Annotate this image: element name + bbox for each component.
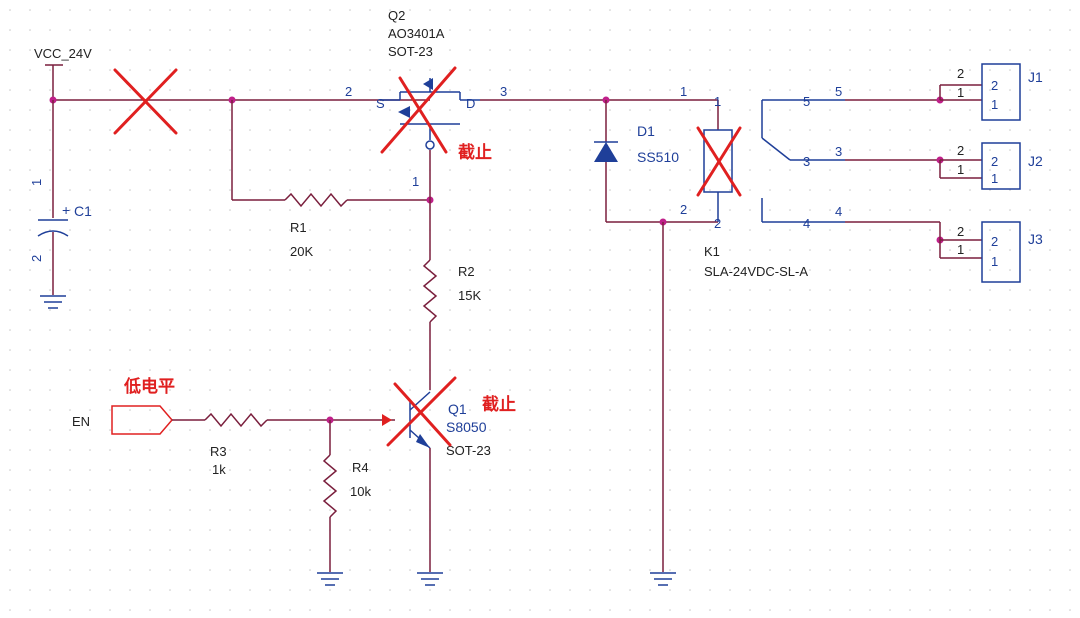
j3-pin1-inner: 1 [991,254,998,269]
k1-coil-pin1-number: 1 [680,84,687,99]
connector-j1 [936,63,1021,121]
d1-part: SS510 [637,149,679,165]
connector-j2 [936,142,1021,190]
out-pin5-number: 5 [835,84,842,99]
q1-ref: Q1 [448,401,467,417]
out-pin3-number: 3 [835,144,842,159]
k1-ref: K1 [704,244,720,259]
j2-pin1-outer: 1 [957,162,964,177]
c1-ref: C1 [74,203,92,219]
q1-cross-mark [386,376,457,447]
r3-value: 1k [212,462,226,477]
k1-pin1-label: 1 [714,94,721,109]
q1-part: S8050 [446,419,487,435]
j1-pin1-inner: 1 [991,97,998,112]
k1-pin4-label: 4 [803,216,810,231]
r4-value: 10k [350,484,371,499]
output-wires [845,99,940,223]
resistor-r2 [422,150,438,390]
vcc-net-label: VCC_24V [34,46,92,61]
j3-pin1-outer: 1 [957,242,964,257]
r3-ref: R3 [210,444,227,459]
j2-pin2-inner: 2 [991,154,998,169]
resistor-r3 [204,412,395,428]
j3-pin2-inner: 2 [991,234,998,249]
q1-state-note: 截止 [482,394,516,415]
vcc-cross-mark [113,68,178,135]
j3-pin2-outer: 2 [957,224,964,239]
out-pin4-number: 4 [835,204,842,219]
en-port [111,405,205,435]
j1-ref: J1 [1028,69,1043,85]
q2-pin-d: D [466,96,475,111]
capacitor-c1 [37,100,69,309]
r1-ref: R1 [290,220,307,235]
q1-package: SOT-23 [446,443,491,458]
connector-j3 [936,221,1021,283]
transistor-q1 [382,391,443,586]
diode-d1 [594,100,718,586]
en-state-note: 低电平 [123,376,175,397]
q2-state-note: 截止 [458,142,492,163]
k1-cross-mark [696,126,742,197]
j3-ref: J3 [1028,231,1043,247]
j2-pin2-outer: 2 [957,143,964,158]
q2-pin-s: S [376,96,385,111]
q2-part: AO3401A [388,26,445,41]
c1-pin1: 1 [29,179,44,186]
r2-ref: R2 [458,264,475,279]
j2-pin1-inner: 1 [991,171,998,186]
q2-package: SOT-23 [388,44,433,59]
relay-k1 [703,99,845,223]
en-net-label: EN [72,414,90,429]
c1-polarity: + [62,202,70,218]
j1-pin1-outer: 1 [957,85,964,100]
j1-pin2-inner: 2 [991,78,998,93]
r2-value: 15K [458,288,481,303]
resistor-r4 [317,420,343,586]
j2-ref: J2 [1028,153,1043,169]
q2-ref: Q2 [388,8,405,23]
resistor-r1 [231,100,434,208]
q2-pin1-number: 1 [412,174,419,189]
k1-coil-pin2-number: 2 [680,202,687,217]
r1-value: 20K [290,244,313,259]
q2-cross-mark [380,66,457,154]
k1-pin5-label: 5 [803,94,810,109]
k1-pin3-label: 3 [803,154,810,169]
j1-pin2-outer: 2 [957,66,964,81]
q2-pin2-number: 2 [345,84,352,99]
c1-pin2: 2 [29,255,44,262]
k1-pin2-label: 2 [714,216,721,231]
q2-pin3-number: 3 [500,84,507,99]
k1-part: SLA-24VDC-SL-A [704,264,808,279]
r4-ref: R4 [352,460,369,475]
d1-ref: D1 [637,123,655,139]
